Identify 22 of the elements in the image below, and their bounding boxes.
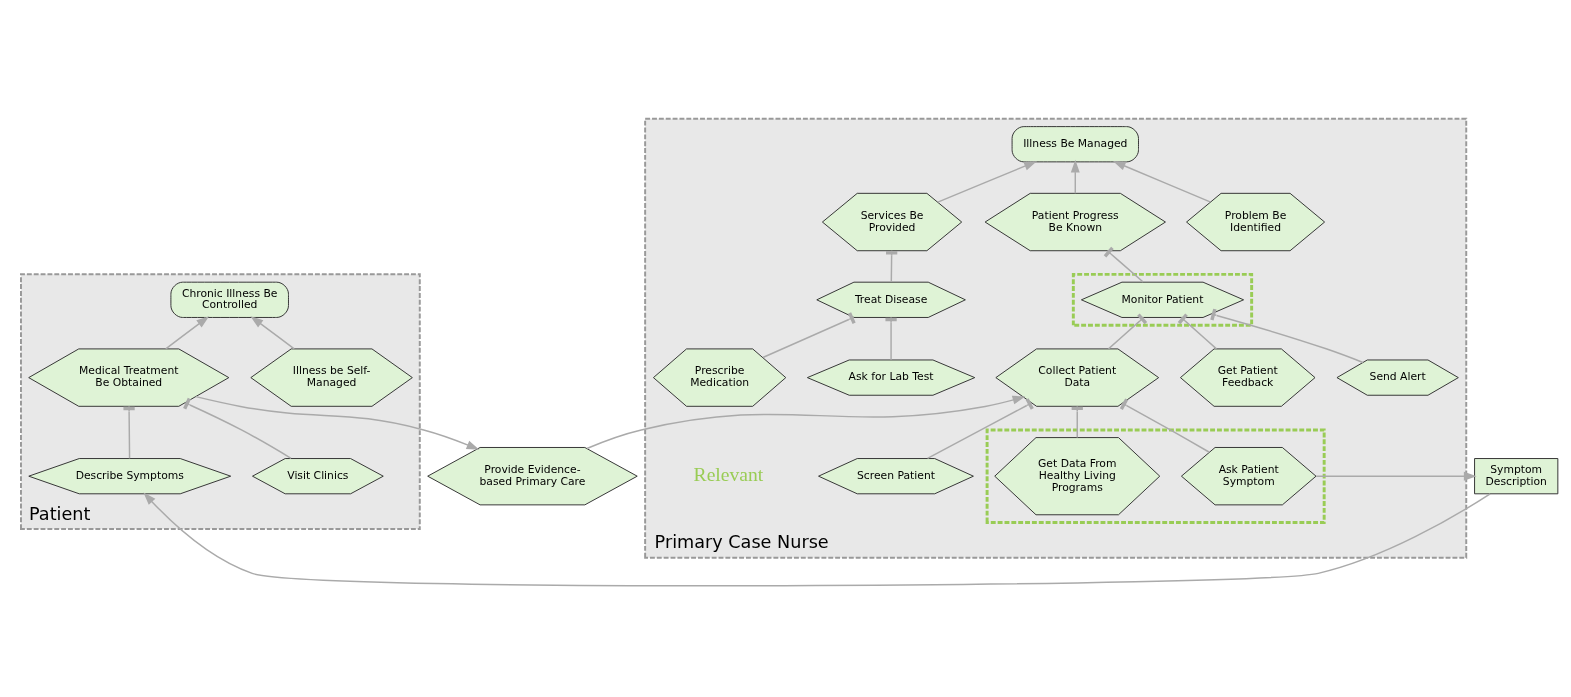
connector [1177, 313, 1218, 350]
connector [762, 312, 856, 359]
connector [1119, 398, 1211, 453]
connector [183, 397, 292, 460]
cluster [985, 428, 1326, 524]
arrow [1070, 159, 1080, 194]
connector [1107, 313, 1148, 350]
arrow [143, 492, 1491, 587]
arrow [165, 316, 210, 350]
connector [1210, 308, 1364, 364]
node-box: Illness Be Managed [1011, 126, 1139, 163]
arrow [1315, 471, 1477, 481]
node-box: Chronic Illness Be Controlled [170, 281, 289, 318]
arrow [937, 161, 1037, 203]
arrow [586, 395, 1026, 450]
node-box: Symptom Description [1474, 458, 1559, 495]
connector [926, 398, 1034, 460]
arrow [1112, 161, 1211, 203]
connector [1103, 246, 1144, 283]
arrow [250, 316, 295, 350]
arrow [195, 395, 480, 450]
label: Relevant [693, 464, 764, 486]
